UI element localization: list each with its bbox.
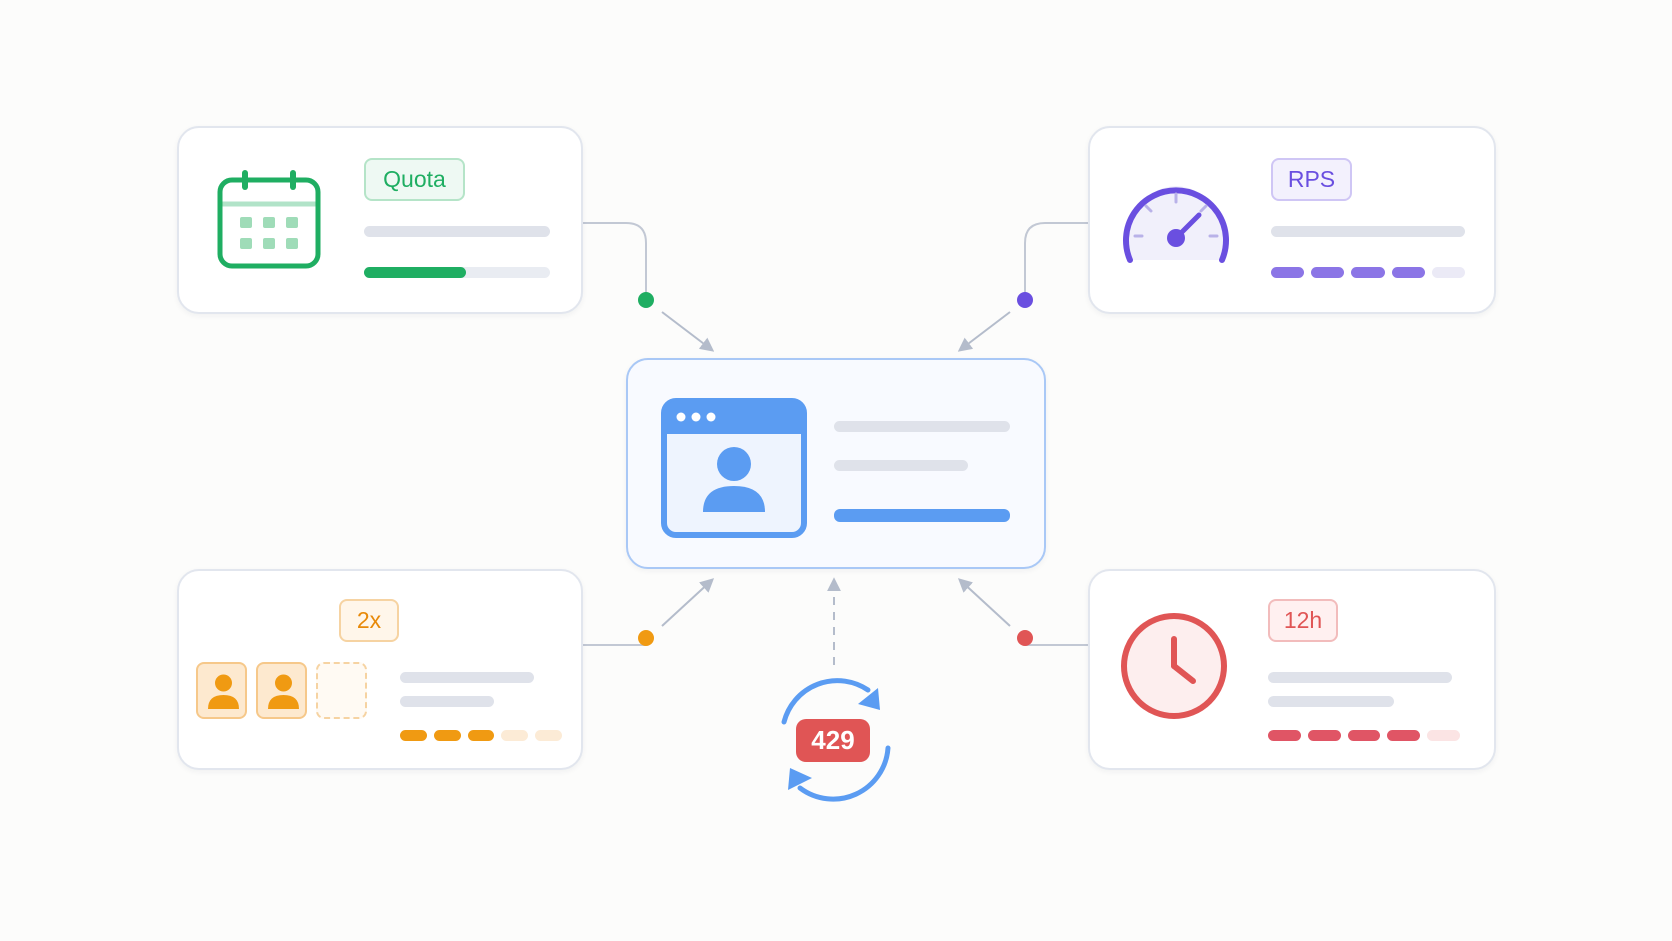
user-slot-filled — [196, 662, 247, 719]
speedometer-icon — [1123, 186, 1229, 263]
connector-quota — [583, 222, 647, 300]
arrow-rps — [957, 311, 1011, 352]
burst-slots — [196, 662, 396, 726]
client-card — [626, 358, 1046, 569]
quota-progress-track — [364, 267, 550, 278]
user-slot-empty — [316, 662, 367, 719]
burst-text-line-2 — [400, 696, 494, 707]
burst-segment — [501, 730, 529, 741]
rps-label: RPS — [1271, 158, 1352, 201]
client-primary-line — [834, 509, 1010, 522]
user-icon — [208, 674, 239, 709]
burst-label: 2x — [339, 599, 399, 642]
rps-text-line — [1271, 226, 1465, 237]
burst-segment — [535, 730, 562, 741]
burst-text-line-1 — [400, 672, 534, 683]
quota-label: Quota — [364, 158, 465, 201]
window-text-line-1 — [1268, 672, 1452, 683]
burst-segment — [433, 730, 461, 741]
rps-segment — [1391, 267, 1425, 278]
window-segment — [1268, 730, 1301, 741]
connector-dot-quota — [638, 292, 654, 308]
client-text-line-2 — [834, 460, 968, 471]
arrow-burst — [661, 578, 715, 627]
rps-segment — [1311, 267, 1345, 278]
user-icon — [268, 674, 299, 709]
burst-segment — [467, 730, 495, 741]
connector-dot-rps — [1017, 292, 1033, 308]
connector-dot-window — [1017, 630, 1033, 646]
burst-meter — [400, 730, 562, 741]
rps-segment — [1271, 267, 1305, 278]
window-segment — [1427, 730, 1460, 741]
window-segment — [1307, 730, 1341, 741]
rps-segment — [1351, 267, 1385, 278]
calendar-icon — [217, 170, 321, 269]
window-meter — [1268, 730, 1460, 741]
quota-card: Quota — [177, 126, 583, 314]
arrow-window — [957, 578, 1011, 627]
browser-user-icon — [661, 398, 807, 538]
user-slot-filled — [256, 662, 307, 719]
status-code-badge: 429 — [796, 719, 870, 762]
client-text-line-1 — [834, 421, 1010, 432]
rps-meter — [1271, 267, 1465, 278]
quota-text-line — [364, 226, 550, 237]
arrow-quota — [661, 311, 715, 352]
window-segment — [1347, 730, 1381, 741]
window-card: 12h — [1088, 569, 1496, 770]
clock-icon — [1121, 613, 1227, 719]
burst-card: 2x — [177, 569, 583, 770]
rps-segment — [1431, 267, 1465, 278]
connector-rps — [1024, 222, 1088, 300]
rps-card: RPS — [1088, 126, 1496, 314]
quota-progress-fill — [364, 267, 467, 278]
window-text-line-2 — [1268, 696, 1394, 707]
connector-dot-burst — [638, 630, 654, 646]
window-label: 12h — [1268, 599, 1338, 642]
refresh-cycle-icon — [781, 678, 891, 802]
burst-segment — [400, 730, 427, 741]
window-segment — [1387, 730, 1421, 741]
